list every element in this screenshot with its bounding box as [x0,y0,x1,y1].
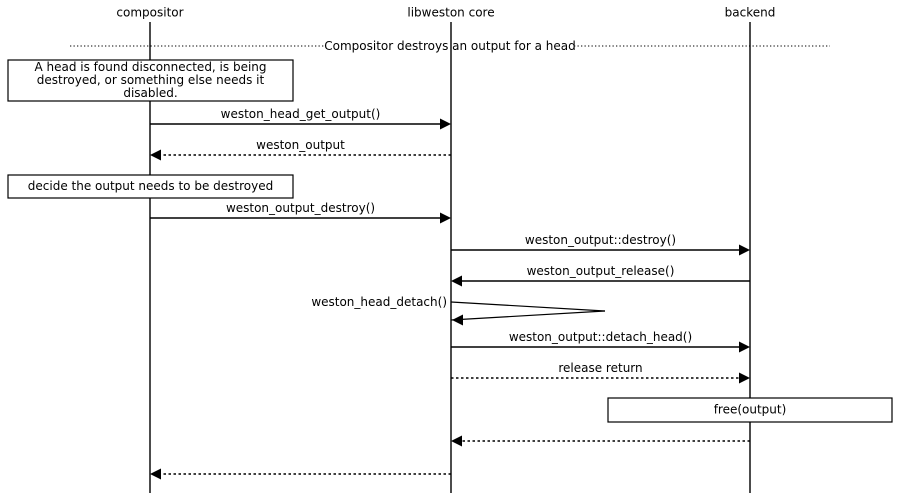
participants-group: compositor libweston core backend [116,6,775,20]
message-label-msg-weston-output-return: weston_output [256,138,345,152]
divider-label: Compositor destroys an output for a head [324,39,576,53]
message-label-msg-weston-output-release: weston_output_release() [527,264,675,278]
message-msg-weston-output-release: weston_output_release() [461,264,750,282]
note-line: decide the output needs to be destroyed [28,179,273,193]
arrowhead-msg-weston-output-destroy [440,212,451,224]
participant-label-libweston: libweston core [407,6,494,20]
message-label-msg-release-return: release return [558,361,642,375]
message-label-msg-weston-head-get-output: weston_head_get_output() [221,107,381,121]
message-label-msg-weston-head-detach: weston_head_detach() [311,295,447,309]
arrowhead-msg-weston-output-return [150,149,161,161]
note-box-note-head-disconnected [7,59,294,102]
note-note-head-disconnected: A head is found disconnected, is beingde… [7,59,294,102]
note-box-note-free-output [607,397,893,423]
message-label-msg-weston-output-destroy: weston_output_destroy() [226,201,375,215]
note-note-decide-destroy: decide the output needs to be destroyed [7,174,294,199]
arrowhead-msg-backend-return [451,435,462,447]
notes-group: A head is found disconnected, is beingde… [7,59,893,423]
messages-group: weston_head_get_output() weston_outputwes… [150,107,750,480]
note-box-note-decide-destroy [7,174,294,199]
note-line: A head is found disconnected, is being [34,60,266,74]
arrowhead-msg-weston-output-detach-head [739,341,750,353]
participant-label-backend: backend [725,6,776,20]
participant-label-compositor: compositor [116,6,183,20]
arrowhead-msg-weston-output-destroy-vfunc [739,244,750,256]
note-note-free-output: free(output) [607,397,893,423]
note-line: free(output) [714,403,787,417]
message-msg-weston-output-destroy: weston_output_destroy() [150,201,441,219]
selfcall-upper-edge [450,301,606,312]
note-line: destroyed, or something else needs it [37,73,265,87]
note-line: disabled. [123,86,177,100]
message-msg-weston-output-return: weston_output [160,138,451,156]
divider-group: Compositor destroys an output for a head [70,39,830,53]
message-msg-weston-output-detach-head: weston_output::detach_head() [451,330,740,348]
message-msg-weston-output-destroy-vfunc: weston_output::destroy() [451,233,740,251]
arrowhead-msg-libweston-return [150,468,161,480]
message-label-msg-weston-output-detach-head: weston_output::detach_head() [509,330,692,344]
message-label-msg-weston-output-destroy-vfunc: weston_output::destroy() [525,233,676,247]
message-msg-weston-head-get-output: weston_head_get_output() [150,107,441,125]
selfcall-lower-edge [450,310,606,321]
arrowhead-msg-weston-output-release [451,275,462,287]
arrowhead-msg-release-return [739,372,750,384]
message-msg-release-return: release return [451,361,740,379]
message-msg-weston-head-detach: weston_head_detach() [311,295,606,321]
arrowhead-msg-weston-head-get-output [440,118,451,130]
selfcall-arrowhead [452,314,463,326]
